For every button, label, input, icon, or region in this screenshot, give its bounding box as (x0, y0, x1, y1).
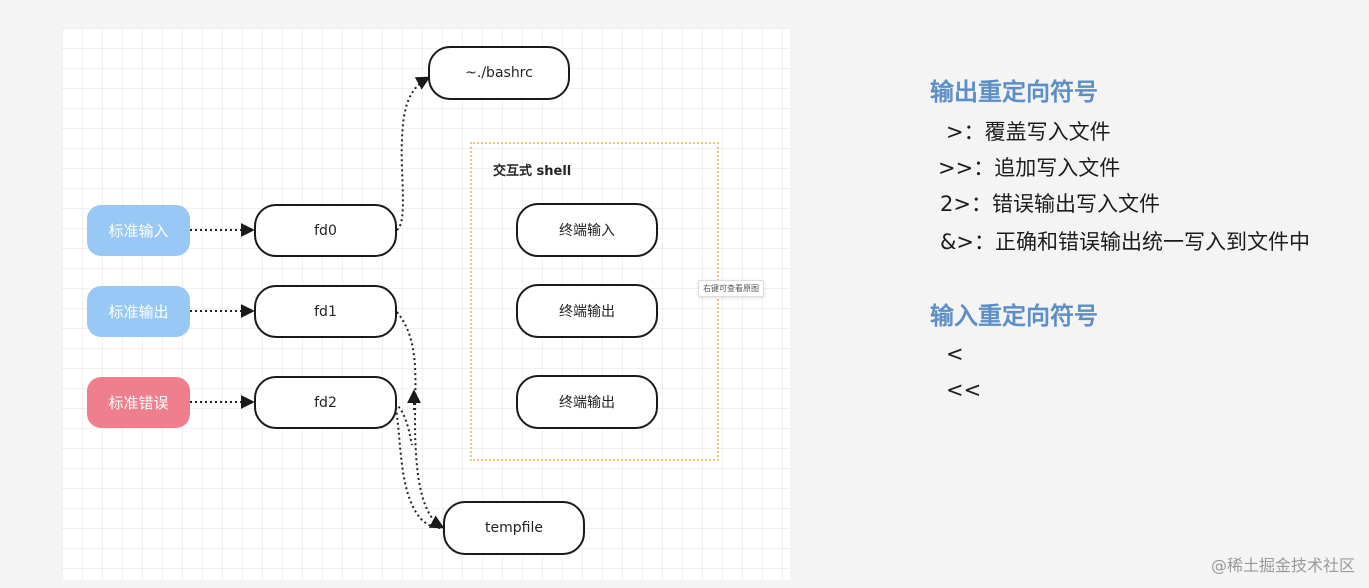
edge-fd2-join (394, 402, 413, 446)
edge-fd2-tempfile (394, 402, 443, 529)
terminal-input-node: 终端输入 (516, 203, 658, 257)
fd0-node: fd0 (254, 204, 397, 257)
input-item-heredoc: << (946, 378, 982, 402)
edge-fd0-bashrc (396, 76, 431, 231)
terminal-output-node: 终端输出 (516, 284, 658, 338)
input-redirect-heading: 输入重定向符号 (930, 302, 1098, 330)
output-item-overwrite: >：覆盖写入文件 (946, 120, 1111, 144)
tempfile-node: tempfile (443, 501, 585, 555)
edge-fd1-tempfile (396, 311, 445, 529)
fd1-node: fd1 (254, 285, 397, 338)
terminal-output-node-2: 终端输出 (516, 375, 658, 429)
output-redirect-heading: 输出重定向符号 (930, 78, 1098, 106)
interactive-shell-title: 交互式 shell (493, 164, 572, 179)
fd2-node: fd2 (254, 376, 397, 429)
stdin-node: 标准输入 (87, 205, 190, 256)
interactive-shell-container (470, 142, 719, 461)
bashrc-node: ~./bashrc (428, 46, 570, 100)
stderr-node: 标准错误 (87, 377, 190, 428)
output-item-stderr: 2>：错误输出写入文件 (940, 192, 1160, 216)
stdout-node: 标准输出 (87, 286, 190, 337)
juejin-watermark: @稀土掘金技术社区 (1210, 556, 1355, 575)
output-item-both: &>：正确和错误输出统一写入到文件中 (940, 230, 1310, 254)
output-item-append: >>：追加写入文件 (938, 156, 1121, 180)
input-item-single: < (946, 342, 964, 366)
view-original-tooltip: 右键可查看原图 (698, 280, 764, 297)
